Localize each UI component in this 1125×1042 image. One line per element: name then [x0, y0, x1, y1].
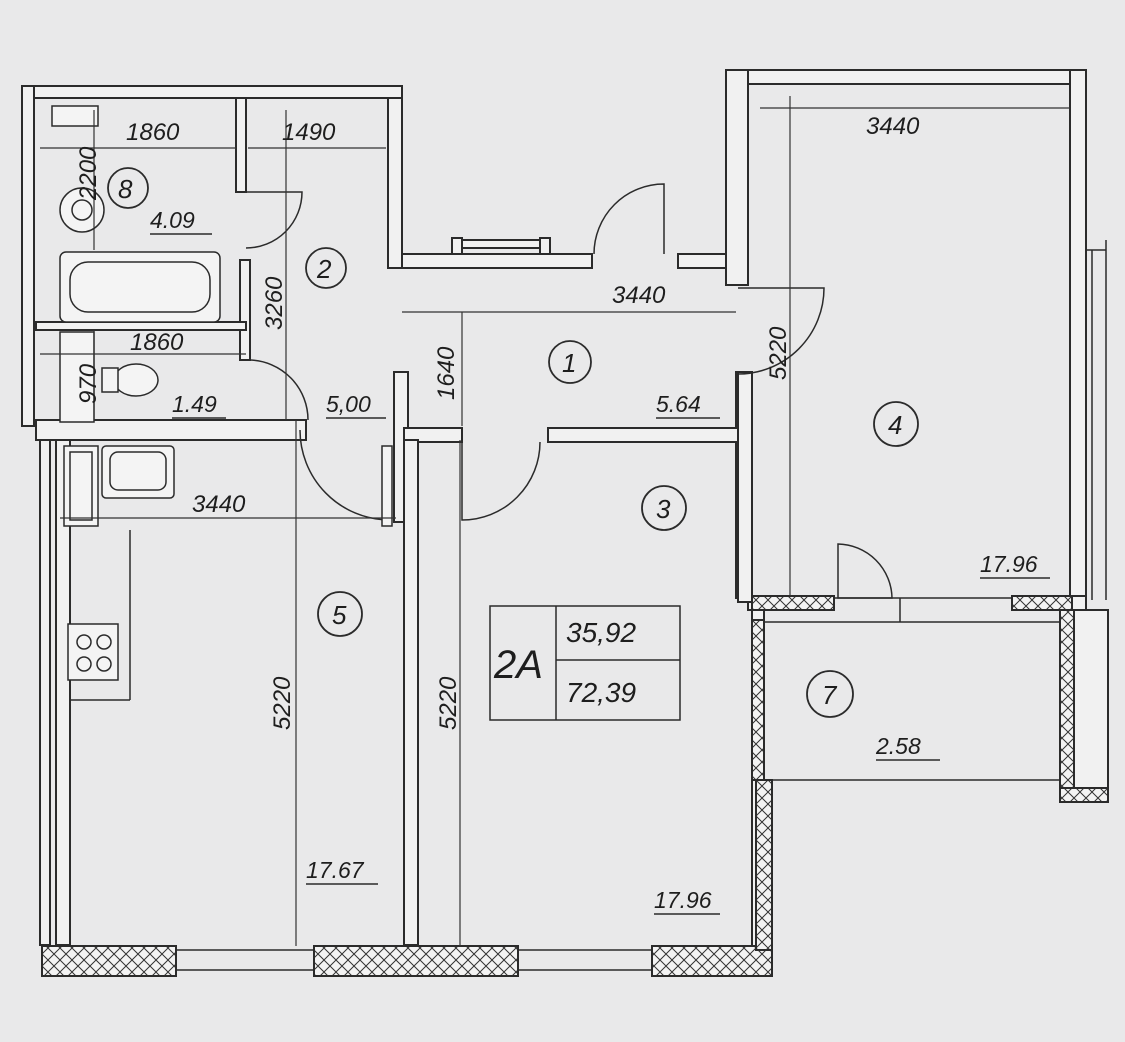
dimension-lines — [40, 96, 1070, 946]
stove-icon — [67, 623, 119, 681]
dim-hall-depth: 1640 — [433, 346, 460, 400]
svg-text:2: 2 — [316, 254, 332, 284]
dim-bath-width: 1860 — [126, 119, 180, 146]
dim-room4-length: 5220 — [765, 326, 792, 380]
dim-bath-depth: 2200 — [75, 146, 102, 201]
room-label-8: 7 — [806, 670, 854, 718]
room-4-area: 17.96 — [980, 551, 1038, 577]
svg-text:5: 5 — [332, 600, 347, 630]
room-7-area: 4.09 — [150, 207, 195, 233]
wc-area: 1.49 — [172, 391, 217, 417]
room-label-7: 8 — [107, 167, 149, 209]
room-8-area: 2.58 — [875, 733, 921, 759]
boiler-icon — [51, 105, 99, 127]
svg-text:4: 4 — [888, 410, 902, 440]
toilet-icon — [113, 363, 159, 397]
dim-kitchen-width: 3440 — [192, 491, 246, 518]
dim-kitchen-length: 5220 — [269, 676, 296, 730]
dim-corridor-length: 3260 — [261, 276, 288, 330]
room-label-4: 4 — [873, 401, 919, 447]
room-2-area: 5,00 — [326, 391, 371, 417]
living-area: 35,92 — [566, 617, 636, 648]
room-label-2: 2 — [305, 247, 347, 289]
room-3-area: 17.96 — [654, 887, 712, 913]
dim-room3-length: 5220 — [435, 676, 462, 730]
dim-hall-width: 3440 — [612, 282, 666, 309]
dim-corridor-width: 1490 — [282, 119, 336, 146]
dim-room4-width: 3440 — [866, 113, 920, 140]
svg-text:1: 1 — [562, 348, 576, 378]
fixtures — [51, 105, 393, 701]
svg-text:8: 8 — [118, 174, 133, 204]
room-label-3: 3 — [641, 485, 687, 531]
svg-text:7: 7 — [822, 680, 838, 710]
total-area: 72,39 — [566, 677, 636, 708]
svg-text:3: 3 — [656, 494, 671, 524]
room-5-area: 17.67 — [306, 857, 365, 883]
dim-wc-depth: 970 — [75, 363, 102, 404]
dim-wc-width: 1860 — [130, 329, 184, 356]
unit-info-box: 2А 35,92 72,39 — [489, 605, 681, 721]
radiator-icon — [381, 445, 393, 527]
unit-type: 2А — [493, 643, 543, 687]
room-1-area: 5.64 — [656, 391, 701, 417]
walls — [21, 69, 1109, 977]
room-label-5: 5 — [317, 591, 363, 637]
room-label-1: 1 — [548, 340, 592, 384]
